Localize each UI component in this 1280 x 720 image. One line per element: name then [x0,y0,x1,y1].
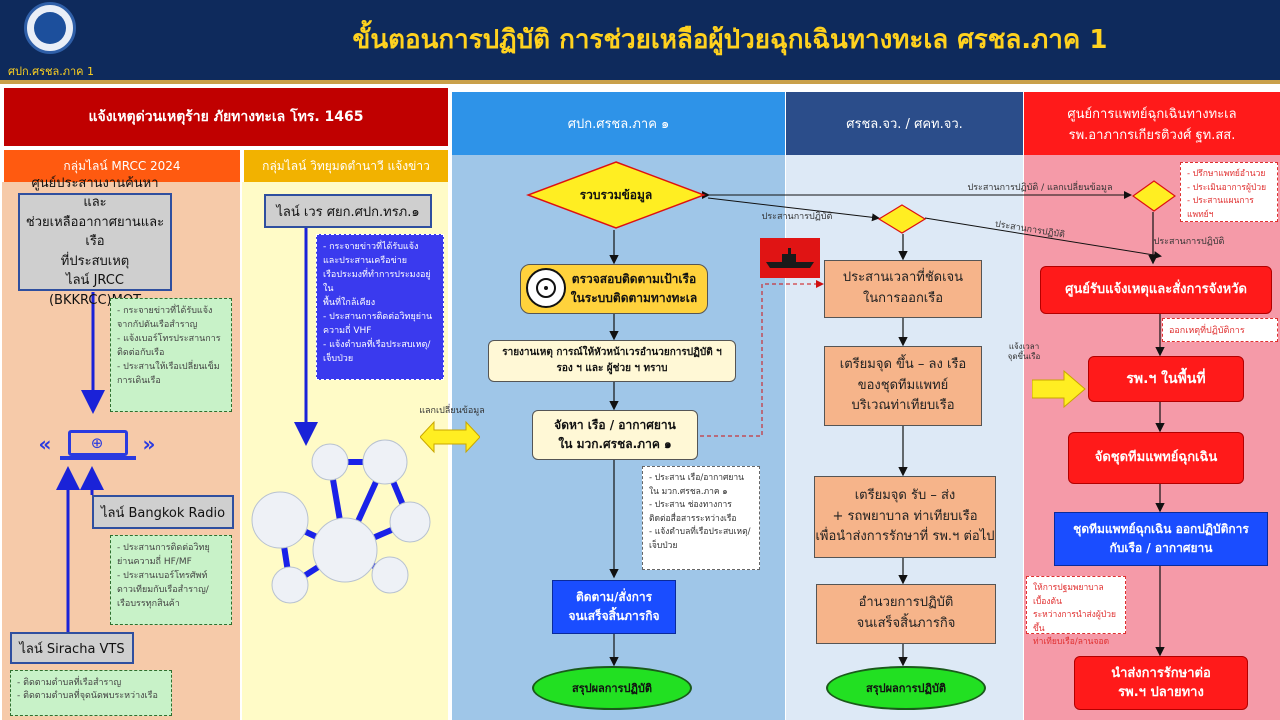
gather-info-label: รวบรวมข้อมูล [579,187,653,202]
logo-emblem [24,2,76,54]
jrcc-note: - กระจายข่าวที่ได้รับแจ้ง จากกัปตันเรือส… [110,298,232,412]
chevron-right-icon: » [142,432,156,456]
arrow-shape [1031,369,1086,409]
logo-text: ศปก.ศรชล.ภาค 1 [8,65,94,78]
top-coord-label: ประสานการปฏิบัติ / แลกเปลี่ยนข้อมูล [967,183,1113,193]
mrcc-group-header: กลุ่มไลน์ MRCC 2024 [4,150,240,182]
emergency-team-box: จัดชุดทีมแพทย์ฉุกเฉิน [1068,432,1244,484]
command-complete-box: อำนวยการปฏิบัติ จนเสร็จสิ้นภารกิจ [816,584,996,644]
team-deploy-box: ชุดทีมแพทย์ฉุกเฉิน ออกปฏิบัติการ กับเรือ… [1054,512,1268,566]
ship-image [760,238,820,278]
gather-info-diamond: รวบรวมข้อมูล [525,160,707,230]
exchange-double-arrow-icon [419,420,481,454]
logo-emblem-center [34,12,66,44]
diamond-shape [525,161,707,229]
exchange-label: แลกเปลี่ยนข้อมูล [419,406,485,416]
province-diamond [877,204,927,234]
header-bar [0,0,1280,80]
header-divider [0,80,1280,84]
laptop-base [60,456,136,460]
jrcc-box: ศูนย์ประสานงานค้นหาและ ช่วยเหลืออากาศยาน… [18,176,172,308]
target-icon [526,268,566,308]
notify-arrow-icon [1031,369,1086,409]
notify-time-label: แจ้งเวลา จุดขึ้นเรือ [1007,341,1041,361]
diamond-shape-medical [1131,180,1177,212]
navy-radio-line-box: ไลน์ เวร ศยก.ศปก.ทรภ.๑ [264,194,432,228]
prepare-ambulance-box: เตรียมจุด รับ – ส่ง + รถพยาบาล ท่าเทียบเ… [814,476,996,558]
coord-label-province: ประสานการปฏิบัติ [761,212,833,222]
bangkok-radio-box: ไลน์ Bangkok Radio [92,495,234,529]
coord-label-center: ประสานการปฏิบัติ [1153,237,1225,247]
radio-note: - ประสานการติดต่อวิทยุ ย่านความถี่ HF/MF… [110,535,232,625]
siracha-vts-box: ไลน์ Siracha VTS [10,632,134,664]
summary-oval-regional: สรุปผลการปฏิบัติ [532,666,692,710]
provide-vessel-box: จัดหา เรือ / อากาศยาน ใน มวก.ศรชล.ภาค ๑ [532,410,698,460]
medical-center-header: ศูนย์การแพทย์ฉุกเฉินทางทะเล รพ.อาภากรเกี… [1024,92,1280,155]
dispatch-note: ออกเหตุที่ปฏิบัติการ [1162,318,1278,342]
double-arrow-shape [419,420,481,454]
navy-radio-note: - กระจายข่าวที่ได้รับแจ้ง และประสานเครือ… [316,234,444,380]
transfer-hospital-box: นำส่งการรักษาต่อ รพ.ฯ ปลายทาง [1074,656,1248,710]
globe-icon: ⊕ [90,434,104,452]
page-title: ขั้นตอนการปฏิบัติ การช่วยเหลือผู้ป่วยฉุก… [352,24,1108,55]
laptop-icon [68,430,128,456]
medical-consult-note: - ปรึกษาแพทย์อำนวย - ประเมินอาการผู้ป่วย… [1180,162,1278,222]
prepare-boarding-box: เตรียมจุด ขึ้น – ลง เรือ ของชุดทีมแพทย์ … [824,346,982,426]
chevron-left-icon: « [38,432,52,456]
follow-command-box: ติดตาม/สั่งการ จนเสร็จสิ้นภารกิจ [552,580,676,634]
regional-center-header: ศปก.ศรชล.ภาค ๑ [452,92,785,155]
siracha-note: - ติดตามตำบลที่เรือสำราญ - ติดตามตำบลที่… [10,670,172,716]
ship-silhouette-icon [766,248,814,268]
report-supervisor-box: รายงานเหตุ การณ์ให้หัวหน้าเวรอำนวยการปฏิ… [488,340,736,382]
diamond-shape-small [877,204,927,234]
provide-vessel-note: - ประสาน เรือ/อากาศยาน ใน มวก.ศรชล.ภาค ๑… [642,466,760,570]
medical-diamond [1131,180,1177,212]
radio-group-header: กลุ่มไลน์ วิทยุมดตำนาวี แจ้งข่าว [244,150,448,182]
provincial-center-box: ศูนย์รับแจ้งเหตุและสั่งการจังหวัด [1040,266,1272,314]
report-hotline-header: แจ้งเหตุด่วนเหตุร้าย ภัยทางทะเล โทร. 146… [4,88,448,146]
summary-oval-province: สรุปผลการปฏิบัติ [826,666,986,710]
coordinate-time-box: ประสานเวลาที่ชัดเจน ในการออกเรือ [824,260,982,318]
province-header: ศรชล.จว. / ศคท.จว. [786,92,1023,155]
local-hospital-box: รพ.ฯ ในพื้นที่ [1088,356,1244,402]
computer-link: « ⊕ » [30,430,170,460]
first-aid-note: ให้การปฐมพยาบาลเบื้องต้น ระหว่างการนำส่ง… [1026,576,1126,647]
network-nodes [251,439,431,604]
